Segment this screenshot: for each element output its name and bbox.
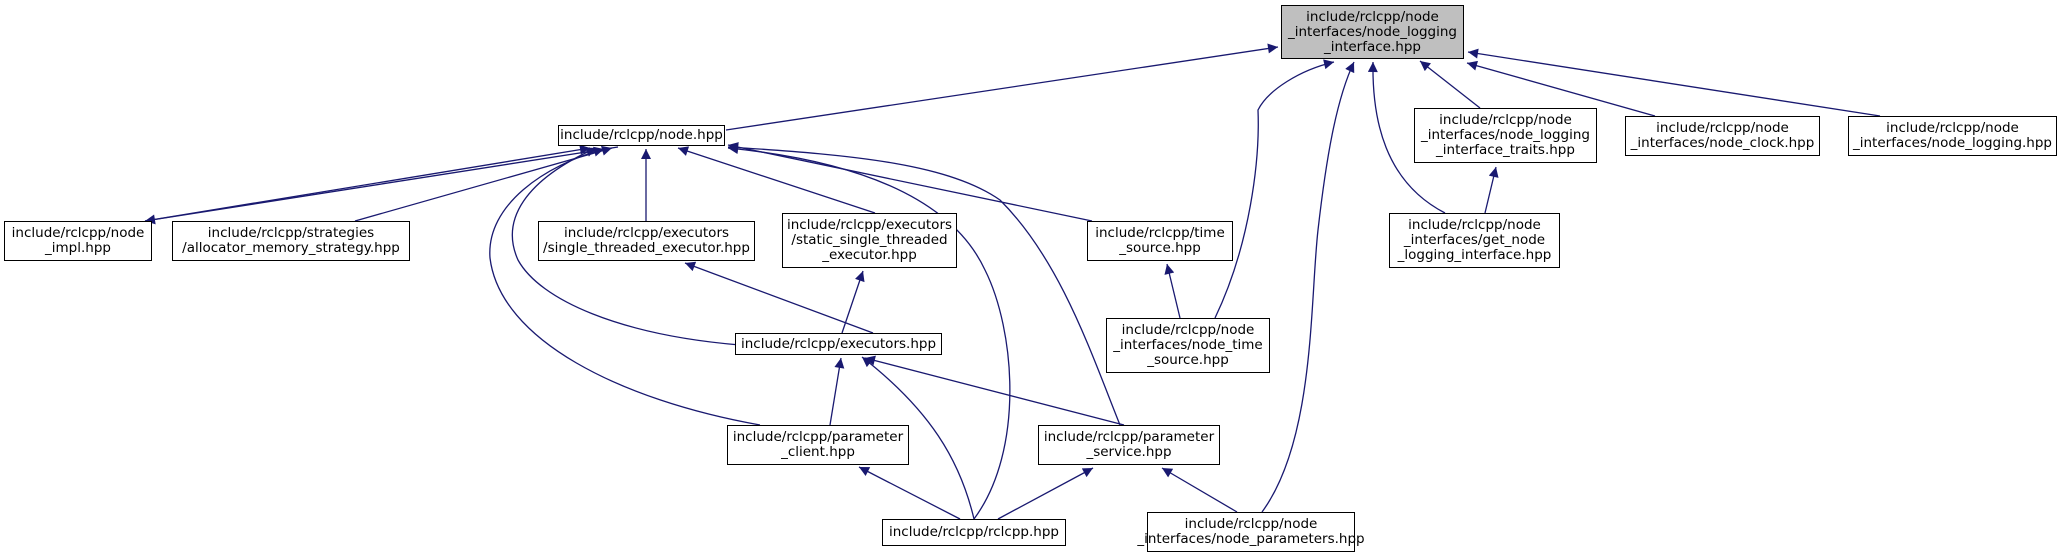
node-node-impl-line-2: _impl.hpp <box>45 240 111 256</box>
node-clock[interactable]: include/rclcpp/node _interfaces/node_clo… <box>1625 116 1820 156</box>
node-single[interactable]: include/rclcpp/executors /single_threade… <box>538 221 755 261</box>
node-param-client-line-1: include/rclcpp/parameter <box>732 429 904 445</box>
node-node-impl-line-1: include/rclcpp/node <box>11 225 145 241</box>
node-logging-line-2: _interfaces/node_logging.hpp <box>1853 135 2052 151</box>
edge-get_node-to-root <box>1367 61 1446 214</box>
edge-param_client-to-executors <box>829 357 845 426</box>
edge-param_client-to-node <box>489 146 761 426</box>
edges-layer <box>144 43 1881 520</box>
node-node-time-source-line-3: _source.hpp <box>1147 352 1229 368</box>
edge-node_time_source-to-time_source <box>1164 263 1181 319</box>
node-node-time-source-line-2: _interfaces/node_time <box>1113 337 1263 353</box>
edge-rclcpp-to-executors <box>861 356 975 520</box>
node-traits-line-2: _interfaces/node_logging <box>1420 127 1590 143</box>
edge-traits-to-root <box>1419 60 1481 109</box>
edge-time_source-to-node <box>727 142 1093 222</box>
edge-rclcpp-to-param_client <box>858 466 961 520</box>
edge-node_params-to-param_service <box>1161 467 1238 513</box>
node-logging-line-1: include/rclcpp/node <box>1886 120 2019 136</box>
edge-clock-to-root <box>1466 60 1656 117</box>
node-node-line-1: include/rclcpp/node.hpp <box>560 127 723 143</box>
edge-node_params-to-root <box>1261 61 1355 513</box>
edge-static_single-to-node <box>677 146 876 214</box>
edge-executors-to-node <box>511 147 741 346</box>
node-traits-line-1: include/rclcpp/node <box>1439 112 1572 128</box>
node-node-time-source-line-1: include/rclcpp/node <box>1121 322 1255 338</box>
node-static-single-line-2: /static_single_threaded <box>791 232 948 248</box>
node-root-line-2: _interfaces/node_logging <box>1287 23 1457 40</box>
edge-logging-to-root <box>1467 48 1881 117</box>
node-clock-line-1: include/rclcpp/node <box>1656 120 1789 136</box>
node-node-impl[interactable]: include/rclcpp/node _impl.hpp <box>4 221 152 261</box>
node-get-node-line-1: include/rclcpp/node <box>1408 217 1541 233</box>
node-node-params-line-1: include/rclcpp/node <box>1184 516 1318 532</box>
node-static-single-line-1: include/rclcpp/executors <box>786 217 953 233</box>
edge-rclcpp-to-param_service <box>997 467 1094 520</box>
node-node[interactable]: include/rclcpp/node.hpp <box>558 125 725 146</box>
node-traits[interactable]: include/rclcpp/node _interfaces/node_log… <box>1414 108 1597 163</box>
node-root-line-1: include/rclcpp/node <box>1306 8 1439 25</box>
node-param-service[interactable]: include/rclcpp/parameter _service.hpp <box>1038 425 1220 465</box>
edge-rclcpp-to-node <box>727 144 1011 520</box>
node-static-single-line-3: _executor.hpp <box>822 247 917 263</box>
node-logging[interactable]: include/rclcpp/node _interfaces/node_log… <box>1848 116 2057 156</box>
node-single-line-1: include/rclcpp/executors <box>563 225 730 241</box>
node-time-source-line-2: _source.hpp <box>1119 240 1201 256</box>
node-alloc-line-2: /allocator_memory_strategy.hpp <box>182 240 400 256</box>
node-get-node-line-3: _logging_interface.hpp <box>1397 247 1552 263</box>
node-param-client[interactable]: include/rclcpp/parameter _client.hpp <box>727 425 909 465</box>
edge-executors-to-single <box>684 261 874 334</box>
node-get-node[interactable]: include/rclcpp/node _interfaces/get_node… <box>1389 213 1560 268</box>
node-node-params-line-2: _interfaces/node_parameters.hpp <box>1137 531 1365 547</box>
node-rclcpp-line-1: include/rclcpp/rclcpp.hpp <box>889 524 1059 540</box>
node-executors-line-1: include/rclcpp/executors.hpp <box>740 335 937 352</box>
edge-executors-to-static_single <box>841 270 865 334</box>
node-single-line-2: /single_threaded_executor.hpp <box>543 240 750 256</box>
node-alloc-line-1: include/rclcpp/strategies <box>207 225 375 241</box>
node-alloc[interactable]: include/rclcpp/strategies /allocator_mem… <box>172 221 410 261</box>
node-param-service-line-1: include/rclcpp/parameter <box>1043 429 1215 445</box>
edge-alloc-to-node <box>354 145 613 222</box>
edge-node-to-root <box>725 43 1279 131</box>
edge-node-to-node_impl <box>144 146 619 225</box>
node-root-line-3: _interface.hpp <box>1324 38 1421 55</box>
node-get-node-line-2: _interfaces/get_node <box>1403 232 1546 248</box>
node-node-params[interactable]: include/rclcpp/node _interfaces/node_par… <box>1137 512 1365 552</box>
edge-param_service-to-node <box>727 142 1121 426</box>
edge-node_time_source-to-root <box>1214 59 1335 319</box>
node-traits-line-3: _interface_traits.hpp <box>1436 142 1575 158</box>
node-node-time-source[interactable]: include/rclcpp/node _interfaces/node_tim… <box>1106 318 1270 373</box>
node-param-service-line-2: _service.hpp <box>1086 444 1172 460</box>
edge-param_service-to-executors <box>864 355 1125 426</box>
node-clock-line-2: _interfaces/node_clock.hpp <box>1630 135 1815 151</box>
edge-get_node-to-traits <box>1484 166 1499 214</box>
node-executors[interactable]: include/rclcpp/executors.hpp <box>735 333 942 355</box>
node-rclcpp[interactable]: include/rclcpp/rclcpp.hpp <box>882 519 1066 546</box>
node-time-source[interactable]: include/rclcpp/time _source.hpp <box>1087 221 1233 261</box>
node-param-client-line-2: _client.hpp <box>781 444 855 460</box>
node-time-source-line-1: include/rclcpp/time <box>1095 225 1225 241</box>
node-root: include/rclcpp/node _interfaces/node_log… <box>1281 5 1464 59</box>
node-static-single[interactable]: include/rclcpp/executors /static_single_… <box>782 213 957 268</box>
